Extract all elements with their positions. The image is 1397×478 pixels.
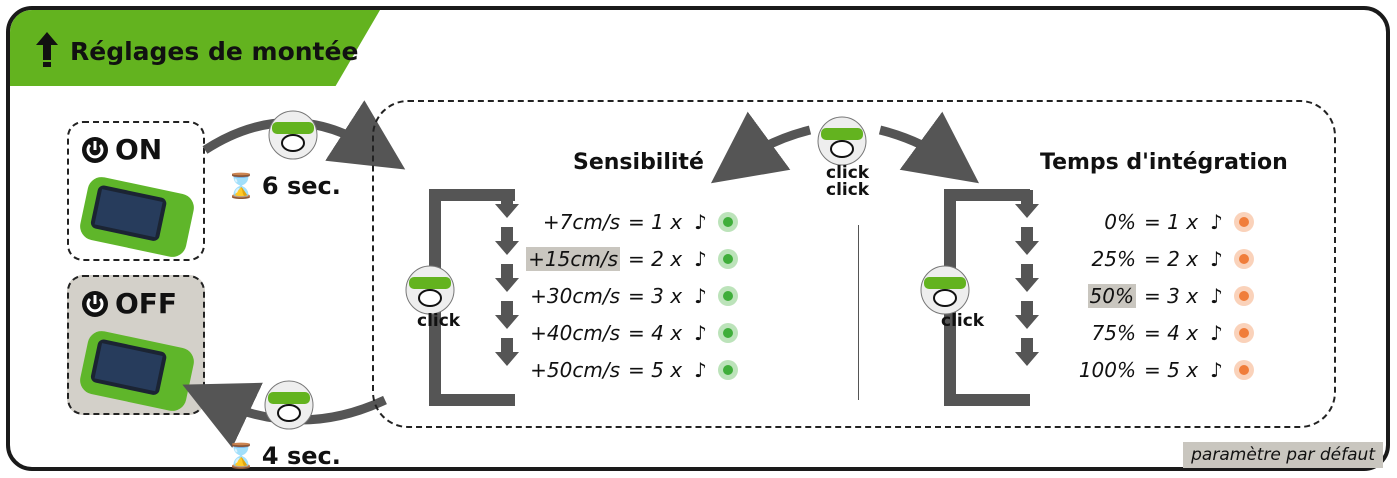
hourglass-icon: ⌛ [226, 172, 256, 200]
music-note-icon: ♪ [694, 210, 707, 234]
list-item: 25% = 2 x ♪ [1040, 247, 1255, 271]
list-item: +30cm/s = 3 x ♪ [520, 284, 739, 308]
orange-led-icon [1233, 360, 1254, 380]
music-note-icon: ♪ [1210, 358, 1223, 382]
hourglass-icon: ⌛ [226, 442, 256, 470]
setting-value: 25% [1091, 247, 1136, 271]
down-arrow-icon [1015, 301, 1039, 329]
beep-count: = 4 x [628, 321, 683, 345]
orange-led-icon [1233, 323, 1254, 343]
music-note-icon: ♪ [694, 321, 707, 345]
off-timer: ⌛ 4 sec. [226, 442, 341, 470]
beep-count: = 4 x [1144, 321, 1199, 345]
setting-value: +30cm/s [530, 284, 620, 308]
off-label: OFF [115, 287, 178, 320]
beep-count: = 5 x [1144, 358, 1199, 382]
down-arrow-icon [495, 338, 519, 366]
down-arrow-icon [1015, 338, 1039, 366]
beep-count: = 1 x [1144, 210, 1199, 234]
beep-count: = 3 x [628, 284, 683, 308]
green-led-icon [717, 286, 738, 306]
setting-value: +7cm/s [542, 210, 620, 234]
default-note: paramètre par défaut [1183, 442, 1383, 468]
list-item: 75% = 4 x ♪ [1040, 321, 1255, 345]
integration-title: Temps d'intégration [1040, 150, 1288, 175]
page-title: Réglages de montée [70, 37, 359, 66]
music-note-icon: ♪ [694, 284, 707, 308]
setting-value: 0% [1104, 210, 1136, 234]
on-timer: ⌛ 6 sec. [226, 172, 341, 200]
down-arrow-icon [495, 264, 519, 292]
sensitivity-title: Sensibilité [573, 150, 704, 175]
device-icon [80, 331, 194, 411]
list-item: 0% = 1 x ♪ [1040, 210, 1255, 234]
beep-count: = 3 x [1144, 284, 1199, 308]
down-arrow-icon [1015, 264, 1039, 292]
switch-click-label: click click [826, 163, 870, 200]
up-arrow-icon [36, 32, 58, 67]
button-press-icon [920, 265, 970, 315]
list-item: +7cm/s = 1 x ♪ [520, 210, 739, 234]
on-label: ON [115, 133, 163, 166]
music-note-icon: ♪ [694, 358, 707, 382]
green-led-icon [717, 249, 738, 269]
beep-count: = 1 x [628, 210, 683, 234]
list-item: 100% = 5 x ♪ [1040, 358, 1255, 382]
green-led-icon [717, 360, 738, 380]
button-press-icon [268, 110, 318, 160]
beep-count: = 2 x [1144, 247, 1199, 271]
button-press-icon [264, 380, 314, 430]
state-on: ON [67, 121, 205, 261]
orange-led-icon [1233, 286, 1254, 306]
device-icon [80, 177, 194, 257]
integration-click-label: click [941, 311, 985, 331]
beep-count: = 5 x [628, 358, 683, 382]
orange-led-icon [1233, 212, 1254, 232]
setting-value: 75% [1091, 321, 1136, 345]
down-arrow-icon [1015, 190, 1039, 218]
list-item: 50% = 3 x ♪ [1040, 284, 1255, 308]
list-item: +40cm/s = 4 x ♪ [520, 321, 739, 345]
list-item: +15cm/s = 2 x ♪ [520, 247, 739, 271]
list-item: +50cm/s = 5 x ♪ [520, 358, 739, 382]
beep-count: = 2 x [628, 247, 683, 271]
setting-value: 50% [1087, 284, 1136, 308]
power-icon [82, 136, 108, 163]
green-led-icon [717, 212, 738, 232]
music-note-icon: ♪ [1210, 284, 1223, 308]
button-press-icon [817, 116, 867, 166]
music-note-icon: ♪ [1210, 321, 1223, 345]
down-arrow-icon [1015, 227, 1039, 255]
setting-value: +15cm/s [526, 247, 620, 271]
music-note-icon: ♪ [694, 247, 707, 271]
green-led-icon [717, 323, 738, 343]
setting-value: +40cm/s [530, 321, 620, 345]
orange-led-icon [1233, 249, 1254, 269]
music-note-icon: ♪ [1210, 210, 1223, 234]
settings-panel: Réglages de montée [6, 6, 1390, 471]
title-band [10, 10, 380, 86]
settings-menu [372, 100, 1336, 428]
down-arrow-icon [495, 301, 519, 329]
divider [858, 225, 859, 400]
sensitivity-click-label: click [417, 311, 461, 331]
down-arrow-icon [495, 190, 519, 218]
music-note-icon: ♪ [1210, 247, 1223, 271]
setting-value: +50cm/s [530, 358, 620, 382]
setting-value: 100% [1078, 358, 1136, 382]
button-press-icon [405, 265, 455, 315]
power-icon [82, 290, 108, 317]
state-off: OFF [67, 275, 205, 415]
down-arrow-icon [495, 227, 519, 255]
